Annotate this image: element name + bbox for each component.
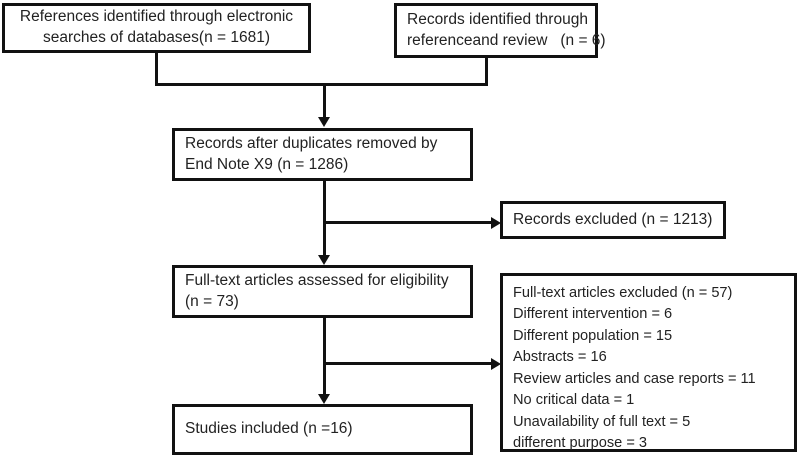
box-line: Abstracts = 16 — [513, 349, 607, 366]
arrow-to-studies-included — [318, 394, 330, 404]
connector-trunk-upper — [323, 181, 326, 257]
box-fulltext-excluded: Full-text articles excluded (n = 57) Dif… — [500, 273, 797, 452]
arrow-to-fulltext-assessed — [318, 255, 330, 265]
box-duplicates-removed: Records after duplicates removed by End … — [172, 128, 473, 181]
box-line: Full-text articles assessed for eligibil… — [185, 271, 449, 289]
box-line: Studies included (n =16) — [185, 420, 353, 438]
box-line: Records excluded (n = 1213) — [513, 210, 713, 228]
connector-merge-stem — [323, 83, 326, 118]
box-line: Different population = 15 — [513, 327, 673, 344]
box-fulltext-assessed: Full-text articles assessed for eligibil… — [172, 265, 473, 318]
arrow-to-records-excluded — [491, 217, 501, 229]
box-line: No critical data = 1 — [513, 392, 635, 409]
box-line: Different intervention = 6 — [513, 306, 673, 323]
arrow-to-fulltext-excluded — [491, 358, 501, 370]
box-line: referenceand review (n = 6) — [407, 31, 606, 49]
box-line: End Note X9 (n = 1286) — [185, 155, 349, 173]
box-identification-databases: References identified through electronic… — [2, 3, 311, 53]
box-line: Full-text articles excluded (n = 57) — [513, 285, 733, 301]
connector-drop-left — [155, 53, 158, 86]
connector-trunk-lower — [323, 318, 326, 396]
box-line: Unavailability of full text = 5 — [513, 413, 691, 430]
connector-merge-horizontal — [155, 83, 488, 86]
box-line: different purpose = 3 — [513, 435, 648, 452]
box-line: (n = 73) — [185, 292, 239, 310]
connector-branch-fulltext-excluded — [323, 362, 493, 365]
box-identification-references: Records identified through referenceand … — [394, 3, 606, 58]
box-line: Records after duplicates removed by — [185, 134, 438, 152]
connector-drop-right — [485, 58, 488, 86]
box-studies-included: Studies included (n =16) — [172, 404, 473, 455]
box-line: Review articles and case reports = 11 — [513, 370, 756, 387]
arrow-to-duplicates-removed — [318, 117, 330, 127]
box-records-excluded: Records excluded (n = 1213) — [500, 201, 726, 239]
connector-branch-records-excluded — [323, 221, 493, 224]
box-line: Records identified through — [407, 10, 588, 28]
box-line: searches of databases(n = 1681) — [42, 29, 271, 46]
box-line: References identified through electronic — [19, 8, 294, 26]
